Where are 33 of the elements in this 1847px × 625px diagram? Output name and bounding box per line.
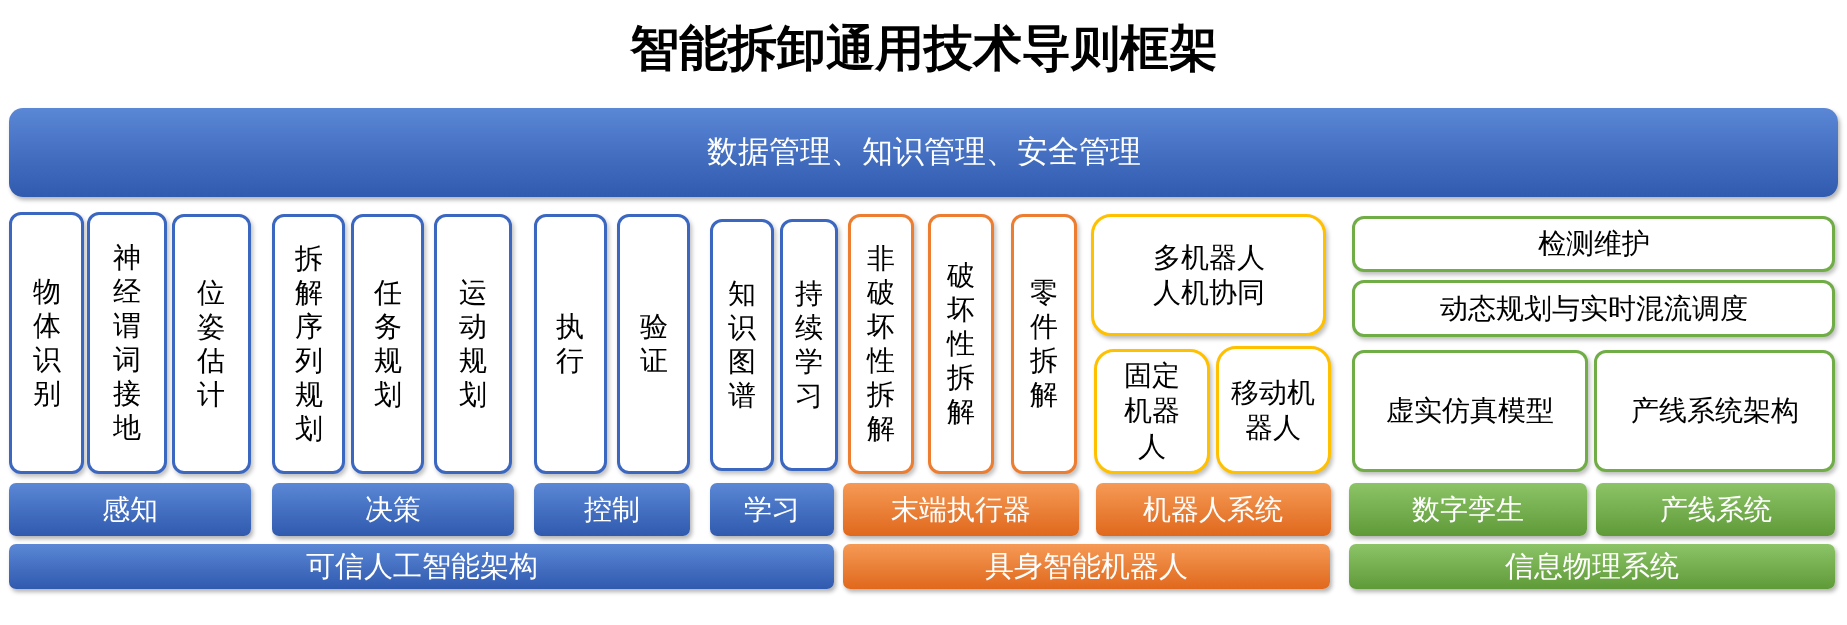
module-box: 多机器人人机协同: [1090, 214, 1327, 336]
module-box: 拆解序列规划: [272, 214, 346, 474]
module-box: 检测维护: [1352, 215, 1836, 273]
category-bar: 数字孪生: [1348, 482, 1587, 536]
module-box: 破坏性拆解: [928, 214, 995, 474]
module-box: 移动机器人: [1215, 346, 1332, 474]
module-box: 持续学习: [779, 219, 838, 472]
module-box: 任务规划: [351, 214, 425, 474]
layer-bar: 具身智能机器人: [843, 544, 1330, 589]
category-bar: 末端执行器: [843, 482, 1080, 536]
module-box: 动态规划与实时混流调度: [1352, 280, 1836, 337]
diagram-title: 智能拆卸通用技术导则框架: [628, 19, 1219, 79]
module-box: 物体识别: [9, 212, 84, 474]
module-box: 产线系统架构: [1593, 349, 1836, 473]
category-bar: 决策: [272, 482, 514, 536]
module-box: 知识图谱: [710, 219, 774, 472]
module-box: 执行: [533, 214, 607, 474]
module-box: 非破坏性拆解: [848, 214, 915, 474]
category-bar: 产线系统: [1596, 482, 1836, 536]
module-box: 零件拆解: [1010, 214, 1077, 474]
category-bar: 学习: [710, 482, 834, 536]
module-box: 虚实仿真模型: [1352, 349, 1588, 473]
header-bar: 数据管理、知识管理、安全管理: [9, 108, 1838, 197]
module-box: 位姿估计: [172, 214, 251, 474]
module-box: 运动规划: [433, 214, 513, 474]
layer-bar: 信息物理系统: [1348, 544, 1836, 589]
module-box: 验证: [617, 214, 691, 474]
module-box: 神经谓词接地: [87, 212, 168, 474]
module-box: 固定机器人: [1094, 348, 1210, 474]
category-bar: 控制: [533, 482, 691, 536]
category-bar: 机器人系统: [1095, 482, 1332, 536]
category-bar: 感知: [9, 482, 251, 536]
layer-bar: 可信人工智能架构: [9, 544, 834, 589]
